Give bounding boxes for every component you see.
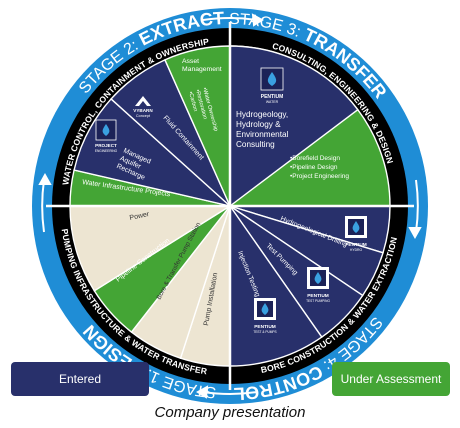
caption: Company presentation (154, 404, 306, 421)
pentium-test-pumping-logo: PENTIUM TEST PUMPING (306, 267, 330, 303)
design-bullet-list: •Borefield Design •Pipeline Design •Proj… (290, 155, 349, 180)
svg-text:VYBARN: VYBARN (133, 108, 153, 113)
svg-text:PROJECT: PROJECT (95, 143, 117, 148)
project-engineering-logo: PROJECT ENGINEERING (95, 119, 118, 153)
arrow-head-right-icon (408, 227, 422, 240)
svg-text:PENTIUM: PENTIUM (254, 324, 276, 330)
extract-sector-4 (229, 203, 323, 367)
vybarn-logo: VYBARN Concept (133, 96, 153, 118)
arrow-head-bottom-icon (196, 385, 209, 399)
svg-text:TEST PUMPING: TEST PUMPING (306, 299, 330, 303)
svg-text:Concept: Concept (136, 114, 151, 118)
svg-text:PENTIUM: PENTIUM (261, 94, 284, 100)
svg-text:•Borefield Design: •Borefield Design (290, 155, 340, 162)
svg-text:HYDRO: HYDRO (350, 248, 363, 252)
pentium-hydro-logo: PENTIUM HYDRO (345, 216, 367, 252)
transfer-sector-power (69, 205, 233, 292)
svg-text:•Carbon: •Carbon (187, 91, 198, 112)
svg-text:•Project Engineering: •Project Engineering (290, 173, 349, 180)
svg-text:PENTIUM: PENTIUM (345, 242, 367, 248)
svg-text:•Pipeline Design: •Pipeline Design (290, 164, 338, 171)
svg-text:TEST & PUMPS: TEST & PUMPS (253, 330, 276, 334)
svg-text:PENTIUM: PENTIUM (307, 293, 329, 299)
arrow-head-left-icon (38, 172, 52, 185)
svg-text:WATER: WATER (266, 100, 279, 104)
pentium-water-logo: PENTIUM WATER (260, 67, 284, 104)
under-assessment-status-box: Under Assessment (332, 362, 450, 396)
arrow-head-top-icon (251, 13, 264, 27)
entered-status-box: Entered (11, 362, 149, 396)
control-item-asset-management: Asset Management (182, 58, 222, 73)
pentium-test-pumps-logo: PENTIUM TEST & PUMPS (253, 298, 277, 334)
transfer-item-power: Power (129, 211, 151, 222)
svg-text:ENGINEERING: ENGINEERING (95, 149, 118, 153)
